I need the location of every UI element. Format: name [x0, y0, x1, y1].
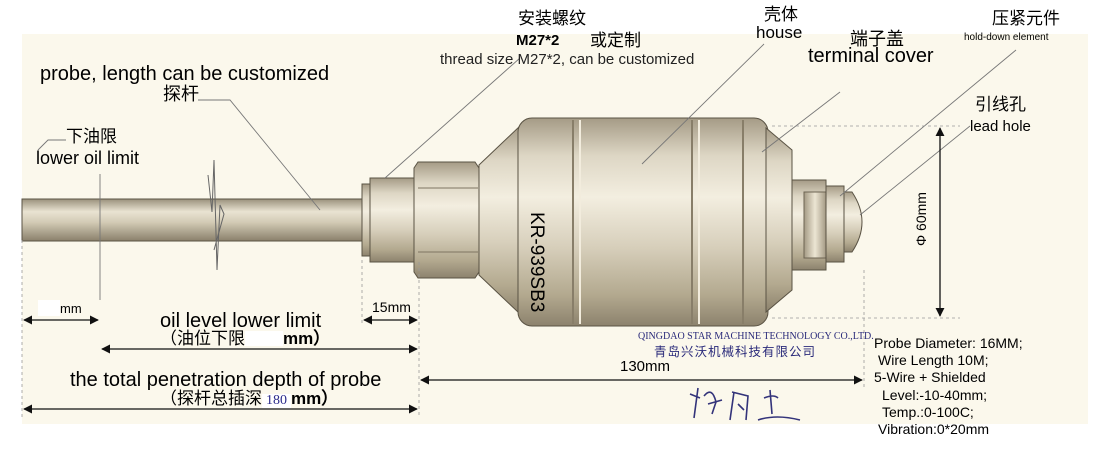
redaction-mask [38, 300, 60, 316]
lead-hole-label-cn: 引线孔 [975, 95, 1026, 114]
spec-line: Level:-10-40mm; [882, 386, 988, 403]
terminal-cover-label-cn: 端子盖 [850, 29, 904, 49]
total-depth-label-en: the total penetration depth of probe [70, 369, 382, 391]
hold-down-label-cn: 压紧元件 [992, 9, 1060, 28]
company-name-cn: 青岛兴沃机械科技有限公司 [654, 345, 817, 359]
spec-line: Temp.:0-100C; [882, 403, 974, 420]
spec-line: Wire Length 10M; [878, 352, 989, 369]
terminal-cover-taper [765, 126, 793, 314]
house-label-cn: 壳体 [764, 5, 798, 24]
model-label: KR-939SB3 [526, 212, 547, 313]
oil-level-cn-prefix: （油位下限 [160, 329, 245, 348]
thread-length-label: 15mm [372, 299, 411, 315]
company-name-en: QINGDAO STAR MACHINE TECHNOLOGY CO.,LTD. [638, 331, 874, 342]
thread-collar [361, 177, 419, 263]
housing-body [517, 117, 769, 327]
spec-line: 5-Wire + Shielded [874, 369, 986, 386]
dimension-arrows [23, 127, 945, 414]
oil-level-label-en: oil level lower limit [160, 310, 322, 332]
leader-lines [37, 43, 1017, 300]
total-depth-value: 180 [262, 394, 291, 408]
house-label-en: house [756, 23, 803, 42]
hex-nut [413, 161, 480, 279]
spec-line: Vibration:0*20mm [878, 421, 990, 438]
probe-rod [21, 159, 363, 271]
spec-line: Probe Diameter: 16MM; [874, 335, 1023, 351]
left-gap-label: mm [60, 301, 82, 316]
oil-level-cn-suffix: mm） [283, 329, 331, 348]
probe-label-en: probe, length can be customized [40, 63, 330, 85]
head-length-label: 130mm [620, 358, 671, 375]
total-depth-cn-prefix: （探杆总插深 [160, 389, 262, 408]
thread-label-en: thread size M27*2, can be customized [440, 51, 695, 68]
spec-list: Probe Diameter: 16MM; Wire Length 10M; 5… [874, 335, 1023, 438]
hold-down-label-en: hold-down element [964, 32, 1049, 43]
oil-level-label-cn: （油位下限 mm） [160, 330, 330, 347]
terminal-cover-label-en: terminal cover [808, 45, 934, 67]
thread-label-cn: 安装螺纹 [518, 9, 586, 28]
extension-lines [21, 125, 960, 418]
probe-label-cn: 探杆 [163, 84, 199, 104]
signature [689, 387, 801, 421]
hold-down-element [791, 179, 863, 271]
thread-size-label: M27*2 [516, 32, 560, 49]
lower-oil-label-en: lower oil limit [36, 148, 140, 168]
housing-cone [478, 124, 521, 316]
lead-hole-label-en: lead hole [970, 118, 1031, 135]
lower-oil-label-cn: 下油限 [66, 127, 117, 146]
diameter-label: Φ 60mm [913, 192, 929, 246]
redaction-mask [245, 331, 283, 346]
total-depth-cn-suffix: mm） [291, 389, 339, 408]
thread-custom-cn: 或定制 [590, 31, 641, 50]
